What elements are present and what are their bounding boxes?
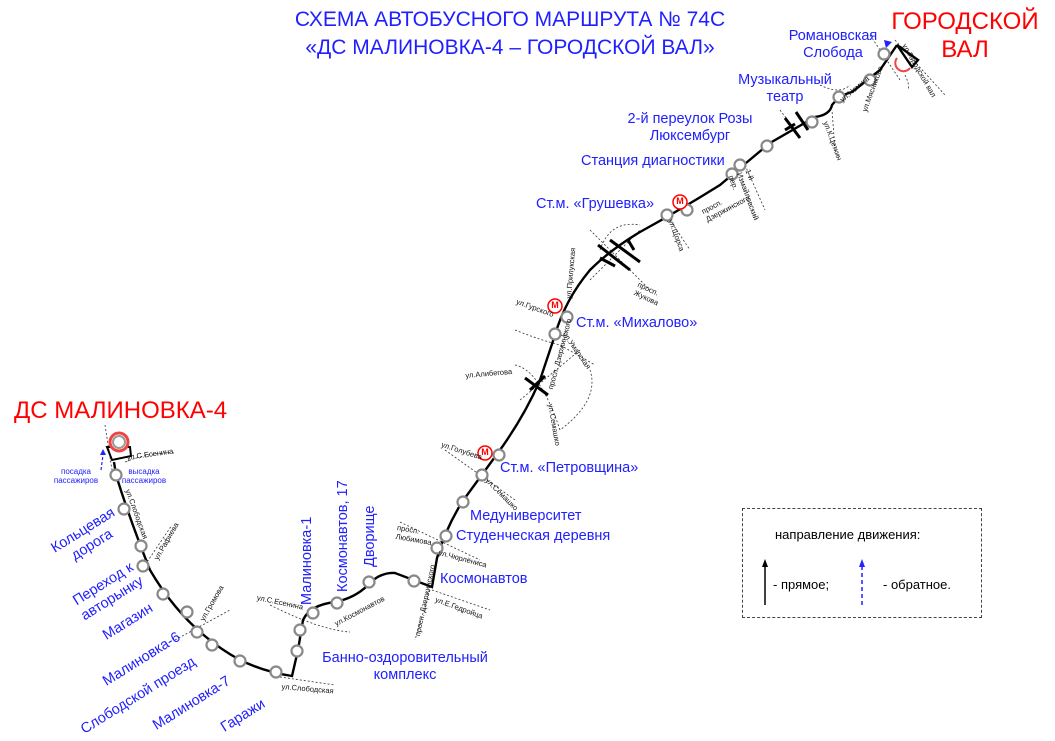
title-line-1: СХЕМА АВТОБУСНОГО МАРШРУТА № 74С: [294, 8, 726, 31]
stop-marker: [548, 327, 562, 341]
stop-marker: [136, 559, 150, 573]
stop-marker: [233, 654, 247, 668]
stop-marker: [733, 158, 747, 172]
stop-marker: [760, 139, 774, 153]
stop-marker: [134, 539, 148, 553]
overpass-icons: [524, 111, 810, 397]
stop-label: Ст.м. «Петровщина»: [500, 460, 639, 476]
terminal-circle-end: [894, 57, 911, 73]
terminal-end: ГОРОДСКОЙ ВАЛ: [890, 8, 1040, 64]
page-title: СХЕМА АВТОБУСНОГО МАРШРУТА № 74С «ДС МАЛ…: [220, 6, 800, 62]
stop-label: Ст.м. «Михалово»: [576, 315, 698, 331]
stop-label: Ст.м. «Грушевка»: [536, 196, 655, 212]
stop-marker: [560, 310, 574, 324]
stop-label: Музыкальный театр: [738, 72, 832, 105]
stop-marker: [832, 90, 846, 104]
stop-marker: [805, 115, 819, 129]
legend-arrows: [762, 559, 865, 605]
title-line-2: «ДС МАЛИНОВКА-4 – ГОРОДСКОЙ ВАЛ»: [305, 36, 715, 59]
stop-marker: [362, 575, 376, 589]
stop-label: Медуниверситет: [470, 508, 582, 524]
stop-marker: [190, 625, 204, 639]
stop-label: Романовская Слобода: [788, 28, 878, 61]
stop-marker: [725, 167, 739, 181]
stop-label: Космонавтов: [440, 571, 528, 587]
legend: направление движения: - прямое; - обратн…: [742, 508, 982, 618]
stop-marker: [475, 468, 489, 482]
legend-title: направление движения:: [775, 527, 921, 542]
stop-marker: [863, 73, 877, 87]
stop-marker: [180, 605, 194, 619]
stop-marker: [407, 574, 421, 588]
metro-icon: М: [481, 447, 489, 457]
reverse-arrow: [100, 454, 104, 471]
stop-marker: [456, 495, 470, 509]
stop-marker: [293, 623, 307, 637]
stop-label: Банно-оздоровительный комплекс: [322, 650, 488, 683]
terminal-loop: [105, 446, 133, 462]
stop-label: Дворище: [362, 505, 378, 567]
stop-marker: [109, 468, 123, 482]
stop-label: Космонавтов, 17: [335, 480, 351, 592]
stop-marker: [306, 606, 320, 620]
stop-marker: [492, 448, 506, 462]
legend-reverse: - обратное.: [883, 577, 951, 592]
metro-icon: М: [551, 300, 559, 310]
stop-marker: [117, 502, 131, 516]
street-lines: [104, 34, 946, 686]
metro-icons: [477, 194, 688, 461]
alighting-label: высадка пассажиров: [121, 467, 167, 485]
stop-label: Студенческая деревня: [456, 528, 611, 544]
legend-forward: - прямое;: [773, 577, 830, 592]
stop-marker: [290, 644, 304, 658]
boarding-label: посадка пассажиров: [53, 467, 99, 485]
terminal-loop-end: [896, 44, 920, 69]
terminal-start: ДС МАЛИНОВКА-4: [14, 397, 228, 424]
stop-marker: [330, 596, 344, 610]
stop-marker: [205, 638, 219, 652]
stop-label: Станция диагностики: [581, 153, 725, 169]
terminal-end-line1: ГОРОДСКОЙ: [891, 8, 1039, 35]
stop-markers: [109, 47, 891, 679]
stop-marker: [660, 208, 674, 222]
stop-marker: [156, 587, 170, 601]
stop-marker: [269, 665, 283, 679]
stop-marker: [439, 529, 453, 543]
stop-marker: [430, 541, 444, 555]
stop-label: Малиновка-1: [299, 516, 315, 605]
terminal-end-line2: ВАЛ: [941, 36, 989, 63]
stop-marker: [877, 47, 891, 61]
stop-label: 2-й переулок Розы Люксембург: [627, 111, 753, 144]
metro-icon: М: [676, 196, 684, 206]
